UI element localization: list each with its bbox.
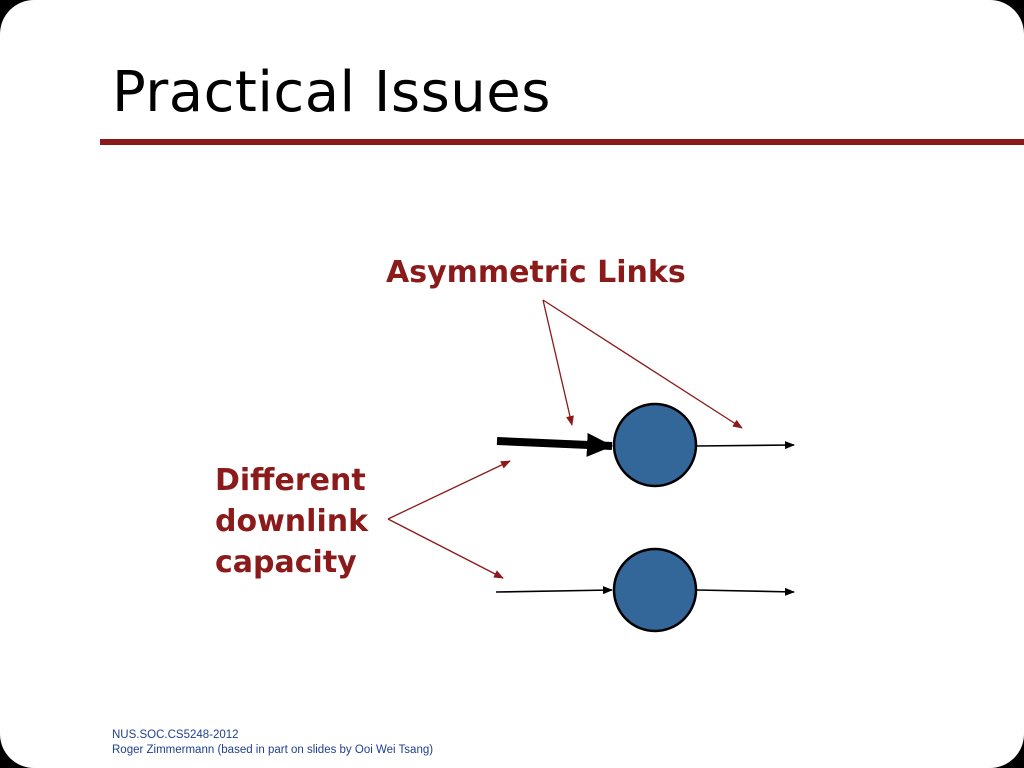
downlink-thick-arrow	[496, 432, 613, 457]
footer-course: NUS.SOC.CS5248-2012	[112, 729, 239, 741]
label-line-2: downlink	[215, 504, 369, 539]
different-downlink-capacity-label: Different downlink capacity	[215, 460, 368, 583]
asymmetric-links-label: Asymmetric Links	[386, 255, 686, 290]
slide-footer: NUS.SOC.CS5248-2012 Roger Zimmermann (ba…	[112, 728, 433, 758]
callout-arrow-asym-right	[542, 299, 743, 429]
uplink-arrow-bottom	[696, 587, 795, 596]
label-line-1: Different	[215, 463, 366, 498]
callout-arrow-diff-top	[387, 460, 511, 520]
downlink-thin-arrow	[495, 586, 613, 595]
label-line-3: capacity	[215, 545, 357, 580]
uplink-arrow-top	[695, 441, 795, 450]
footer-author: Roger Zimmermann (based in part on slide…	[112, 744, 434, 756]
node-bottom	[612, 547, 698, 633]
callout-arrow-diff-bottom	[387, 518, 504, 579]
page-title: Practical Issues	[112, 60, 551, 125]
node-top	[612, 402, 698, 488]
callout-arrow-asym-left	[542, 299, 574, 426]
title-divider	[100, 139, 1024, 145]
